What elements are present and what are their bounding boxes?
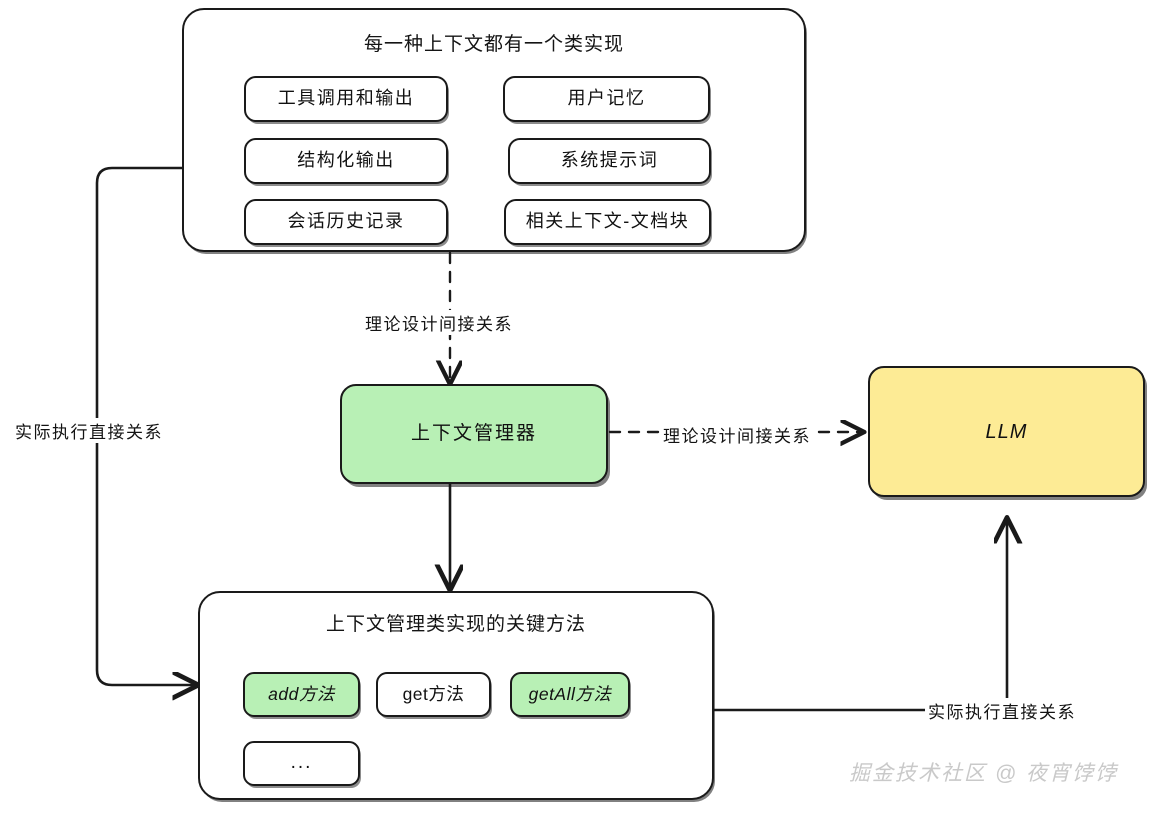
method-add[interactable]: add方法: [243, 672, 360, 717]
edge-methods-to-llm: [711, 520, 1007, 712]
watermark: 掘金技术社区 @ 夜宵饽饽: [849, 762, 1118, 785]
method-label: get方法: [402, 684, 465, 704]
llm-label: LLM: [985, 420, 1028, 443]
method-label: getAll方法: [528, 684, 612, 704]
edge-label-methods-to-llm: 实际执行直接关系: [925, 698, 1079, 723]
llm-node[interactable]: LLM: [868, 366, 1145, 497]
method-label: add方法: [268, 684, 335, 704]
method-label: ...: [290, 752, 313, 774]
context-type-structured-output[interactable]: 结构化输出: [244, 138, 448, 184]
edge-label-top-to-manager: 理论设计间接关系: [362, 310, 516, 335]
context-manager-label: 上下文管理器: [410, 422, 537, 444]
methods-title: 上下文管理类实现的关键方法: [325, 614, 586, 635]
context-type-label: 结构化输出: [297, 150, 395, 171]
context-manager-node[interactable]: 上下文管理器: [340, 384, 608, 484]
context-type-label: 会话历史记录: [287, 211, 405, 232]
context-type-relevant-docs[interactable]: 相关上下文-文档块: [504, 199, 711, 245]
context-type-label: 用户记忆: [567, 88, 646, 109]
context-type-chat-history[interactable]: 会话历史记录: [244, 199, 448, 245]
context-type-user-memory[interactable]: 用户记忆: [503, 76, 710, 122]
context-type-system-prompt[interactable]: 系统提示词: [508, 138, 711, 184]
method-get-all[interactable]: getAll方法: [510, 672, 630, 717]
context-type-tool-calls[interactable]: 工具调用和输出: [244, 76, 448, 122]
edge-label-top-to-methods: 实际执行直接关系: [12, 418, 166, 443]
context-types-title: 每一种上下文都有一个类实现: [363, 34, 624, 55]
method-get[interactable]: get方法: [376, 672, 491, 717]
context-type-label: 相关上下文-文档块: [525, 211, 690, 232]
method-more[interactable]: ...: [243, 741, 360, 786]
context-type-label: 系统提示词: [560, 150, 659, 171]
context-type-label: 工具调用和输出: [277, 88, 415, 109]
edge-label-manager-to-llm: 理论设计间接关系: [660, 422, 814, 447]
